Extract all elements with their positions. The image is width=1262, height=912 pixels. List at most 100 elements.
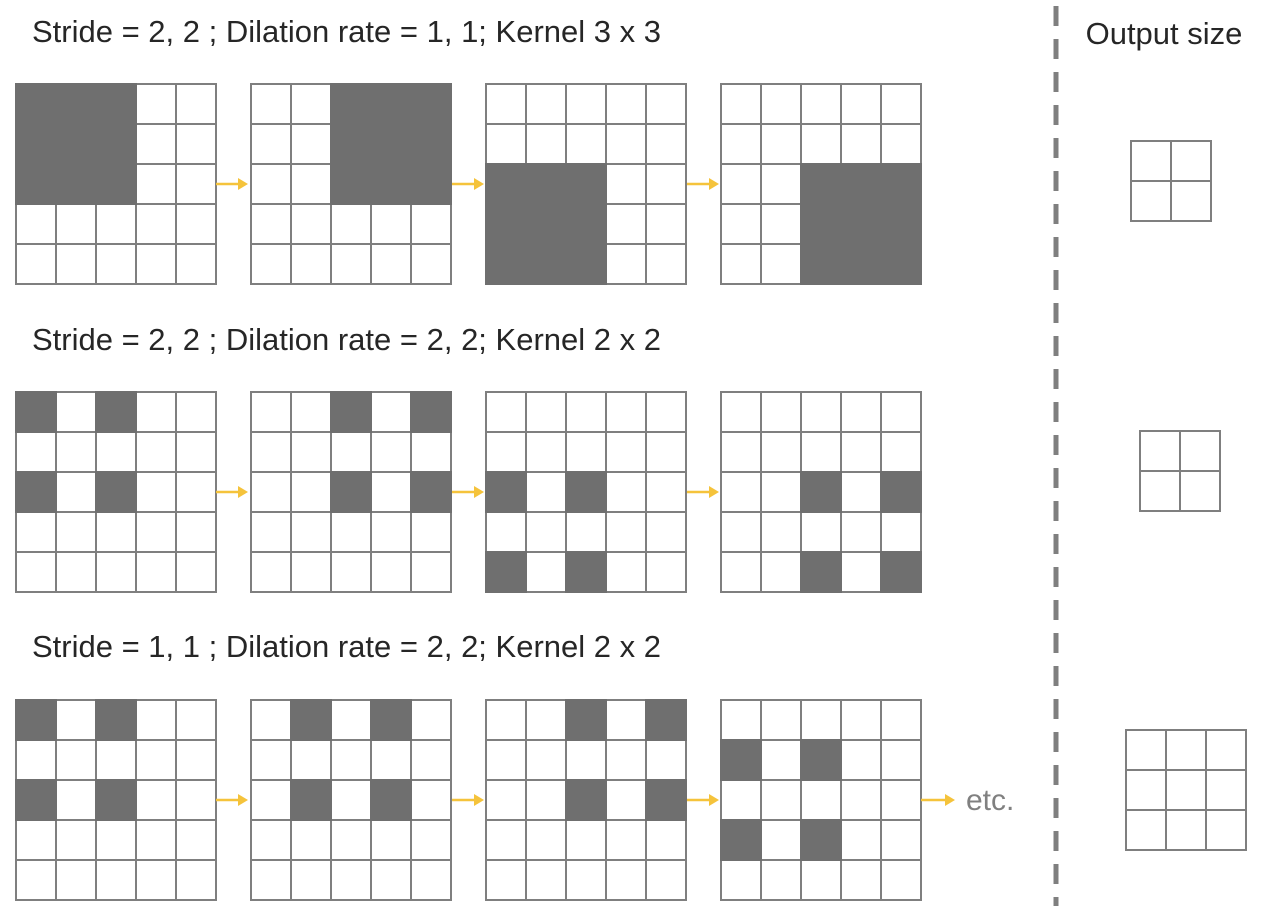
kernel-cell-fill: [95, 163, 137, 205]
arrow-head: [238, 486, 248, 498]
grid-cell: [290, 431, 332, 473]
kernel-cell-fill: [410, 83, 452, 125]
grid-cell: [330, 551, 372, 593]
grid-cell: [175, 551, 217, 593]
grid-cell: [880, 431, 922, 473]
grid-cell: [800, 391, 842, 433]
kernel-cell-fill: [880, 471, 922, 513]
grid-cell: [605, 859, 647, 901]
kernel-cell-fill: [370, 779, 412, 821]
grid-cell: [800, 83, 842, 125]
grid-cell: [760, 203, 802, 245]
kernel-cell-fill: [15, 163, 57, 205]
kernel-cell-fill: [565, 163, 607, 205]
grid-cell: [485, 859, 527, 901]
grid-cell: [720, 471, 762, 513]
grid-cell: [645, 511, 687, 553]
grid-cell: [410, 859, 452, 901]
grid-cell: [55, 243, 97, 285]
grid-cell: [565, 431, 607, 473]
grid-cell: [840, 699, 882, 741]
grid-cell: [55, 471, 97, 513]
kernel-cell-fill: [15, 699, 57, 741]
grid-cell: [565, 859, 607, 901]
output-cell: [1165, 769, 1207, 811]
grid-cell: [605, 203, 647, 245]
input-grid-row3-step1: [15, 699, 217, 901]
grid-cell: [250, 859, 292, 901]
grid-cell: [760, 83, 802, 125]
arrow-head: [709, 486, 719, 498]
input-grid-row3-step2: [250, 699, 452, 901]
grid-cell: [290, 859, 332, 901]
kernel-cell-fill: [645, 699, 687, 741]
grid-cell: [800, 123, 842, 165]
input-grid-row2-step4: [720, 391, 922, 593]
grid-cell: [720, 511, 762, 553]
grid-cell: [410, 739, 452, 781]
grid-cell: [330, 699, 372, 741]
grid-cell: [720, 203, 762, 245]
grid-cell: [485, 819, 527, 861]
kernel-cell-fill: [880, 243, 922, 285]
grid-cell: [720, 243, 762, 285]
grid-cell: [135, 471, 177, 513]
grid-cell: [175, 859, 217, 901]
grid-cell: [370, 819, 412, 861]
grid-cell: [410, 431, 452, 473]
grid-cell: [880, 391, 922, 433]
arrow-head: [945, 794, 955, 806]
grid-cell: [880, 699, 922, 741]
grid-cell: [760, 551, 802, 593]
arrow-head: [238, 794, 248, 806]
output-cell: [1139, 430, 1181, 472]
output-cell: [1179, 470, 1221, 512]
grid-cell: [485, 83, 527, 125]
grid-cell: [760, 699, 802, 741]
kernel-cell-fill: [290, 699, 332, 741]
grid-cell: [800, 511, 842, 553]
kernel-cell-fill: [565, 243, 607, 285]
grid-cell: [485, 779, 527, 821]
grid-cell: [250, 779, 292, 821]
kernel-cell-fill: [525, 243, 567, 285]
grid-border: [250, 699, 452, 901]
kernel-cell-fill: [290, 779, 332, 821]
grid-cell: [250, 123, 292, 165]
kernel-cell-fill: [95, 779, 137, 821]
output-grid-row1: [1130, 140, 1212, 222]
grid-cell: [760, 779, 802, 821]
grid-cell: [565, 391, 607, 433]
grid-cell: [175, 511, 217, 553]
output-cell: [1130, 140, 1172, 182]
grid-cell: [880, 819, 922, 861]
kernel-cell-fill: [645, 779, 687, 821]
kernel-cell-fill: [525, 163, 567, 205]
grid-cell: [485, 699, 527, 741]
arrow-head: [238, 178, 248, 190]
grid-cell: [290, 551, 332, 593]
arrow-row2-2: [452, 486, 484, 498]
grid-cell: [175, 739, 217, 781]
arrow-row1-2: [452, 178, 484, 190]
grid-cell: [840, 739, 882, 781]
output-cell: [1165, 729, 1207, 771]
kernel-cell-fill: [800, 471, 842, 513]
grid-cell: [250, 431, 292, 473]
grid-cell: [645, 551, 687, 593]
grid-cell: [135, 163, 177, 205]
grid-cell: [645, 391, 687, 433]
grid-cell: [605, 739, 647, 781]
kernel-cell-fill: [15, 471, 57, 513]
arrow-row1-1: [216, 178, 248, 190]
kernel-cell-fill: [370, 83, 412, 125]
grid-cell: [95, 551, 137, 593]
grid-cell: [525, 391, 567, 433]
input-grid-row3-step3: [485, 699, 687, 901]
grid-cell: [15, 243, 57, 285]
grid-cell: [645, 431, 687, 473]
input-grid-row1-step1: [15, 83, 217, 285]
input-grid-row3-step4: [720, 699, 922, 901]
grid-cell: [175, 83, 217, 125]
output-cell: [1139, 470, 1181, 512]
